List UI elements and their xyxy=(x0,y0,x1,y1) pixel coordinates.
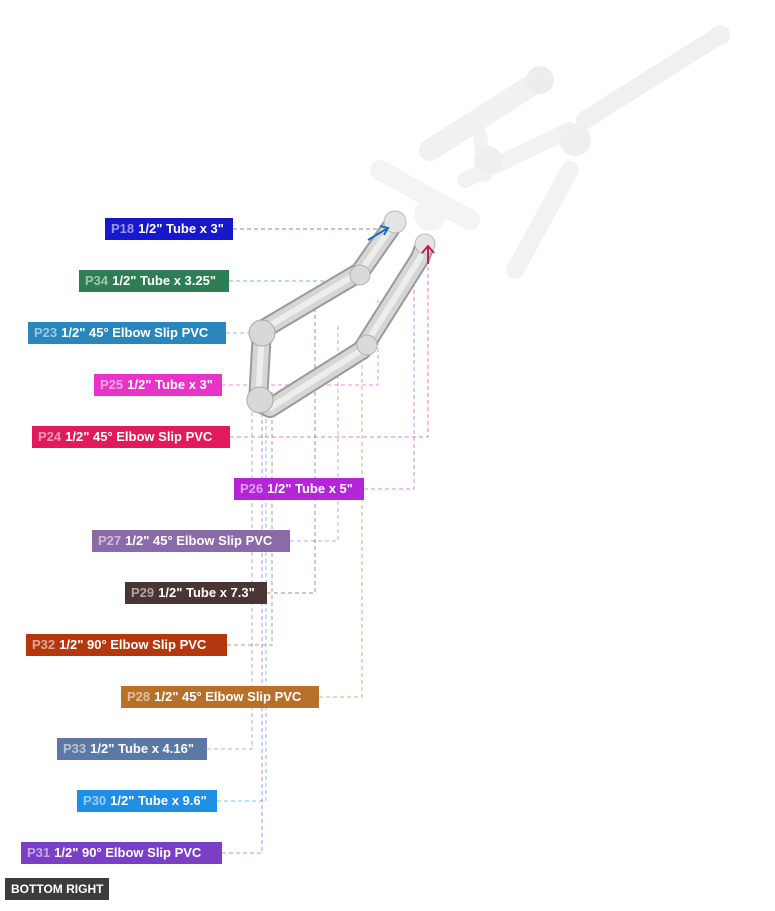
part-name: 1/2" Tube x 3" xyxy=(138,221,224,236)
part-id: P24 xyxy=(38,429,62,444)
pvc-loop xyxy=(246,210,436,418)
part-name: 1/2" 45° Elbow Slip PVC xyxy=(154,689,302,704)
leader-line-p30 xyxy=(217,360,267,802)
part-id: P18 xyxy=(111,221,135,236)
flow-arrow-in-icon xyxy=(421,244,435,264)
part-id: P31 xyxy=(27,845,51,860)
leader-line-p31 xyxy=(222,405,263,854)
part-name: 1/2" Tube x 4.16" xyxy=(90,741,194,756)
leader-line-p33 xyxy=(207,395,253,750)
part-id: P26 xyxy=(240,481,264,496)
leader-line-p26 xyxy=(364,285,415,490)
part-name: 1/2" 90° Elbow Slip PVC xyxy=(54,845,202,860)
part-name: 1/2" Tube x 3" xyxy=(127,377,213,392)
part-name: 1/2" Tube x 5" xyxy=(267,481,353,496)
leader-line-p24 xyxy=(230,258,429,438)
part-id: P30 xyxy=(83,793,107,808)
faded-assembly xyxy=(370,25,730,279)
part-id: P32 xyxy=(32,637,56,652)
part-name: 1/2" Tube x 7.3" xyxy=(158,585,255,600)
part-name: 1/2" 45° Elbow Slip PVC xyxy=(65,429,213,444)
part-id: P34 xyxy=(85,273,109,288)
part-id: P28 xyxy=(127,689,151,704)
part-id: P29 xyxy=(131,585,155,600)
leader-line-p32 xyxy=(227,390,273,646)
part-id: P33 xyxy=(63,741,87,756)
leader-line-p27 xyxy=(290,325,339,542)
part-name: 1/2" 45° Elbow Slip PVC xyxy=(125,533,273,548)
part-id: P27 xyxy=(98,533,122,548)
part-name: 1/2" Tube x 9.6" xyxy=(110,793,207,808)
part-name: 1/2" Tube x 3.25" xyxy=(112,273,216,288)
part-name: 1/2" 90° Elbow Slip PVC xyxy=(59,637,207,652)
part-id: P25 xyxy=(100,377,124,392)
view-label: BOTTOM RIGHT xyxy=(5,878,110,900)
leader-line-p29 xyxy=(267,310,316,594)
flow-arrow-out-icon xyxy=(367,225,390,241)
part-name: 1/2" 45° Elbow Slip PVC xyxy=(61,325,209,340)
leader-line-p28 xyxy=(319,345,363,698)
part-id: P23 xyxy=(34,325,58,340)
leader-line-p18 xyxy=(233,228,396,230)
